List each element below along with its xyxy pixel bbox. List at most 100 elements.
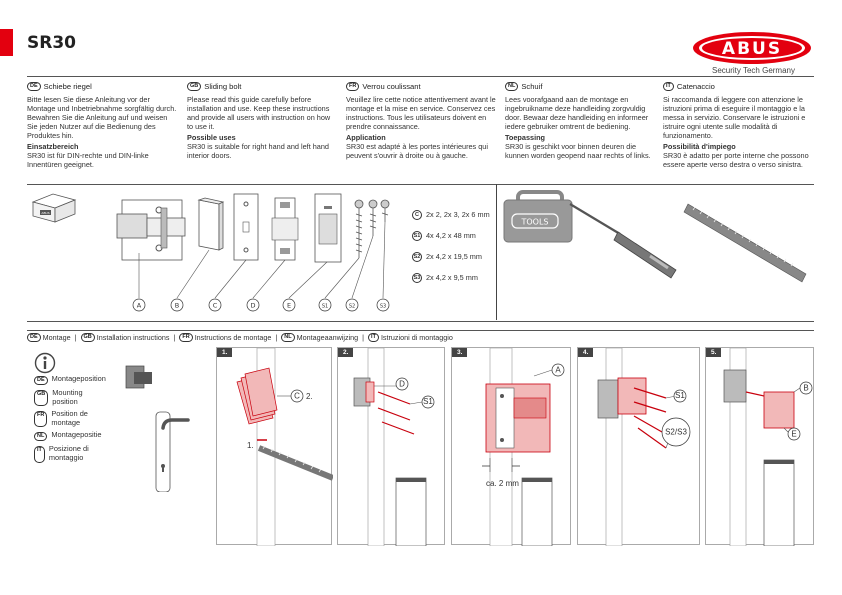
- part-label-c: C: [213, 302, 218, 310]
- step-1-drawing: C 2. 1.: [236, 348, 333, 546]
- lang-badge: IT: [34, 446, 45, 463]
- screw-spec: 2x 4,2 x 19,5 mm: [426, 252, 482, 261]
- step-panel-5: 5. B E: [705, 347, 814, 546]
- lang-badge: IT: [663, 82, 674, 91]
- parts-divider-top: [27, 184, 814, 185]
- lang-badge: NL: [34, 432, 48, 442]
- step-3-label-gap: ca. 2 mm: [486, 479, 519, 488]
- part-b-keeper: [197, 197, 225, 251]
- step-2-drawing: D S1: [353, 348, 435, 546]
- lang-badge: FR: [179, 333, 193, 342]
- step-panel-3: 3. A ca. 2 mm: [451, 347, 571, 546]
- screw-spec-row: S2 2x 4,2 x 19,5 mm: [412, 246, 490, 267]
- step-1-label-c: C: [294, 392, 300, 401]
- part-d-mount: [271, 197, 299, 261]
- lang-badge: DE: [34, 376, 48, 385]
- step-2-label-d: D: [399, 380, 405, 389]
- lang-product-name: Schuif: [521, 82, 543, 91]
- screw-code: S2: [412, 251, 422, 262]
- lang-sub-text: SR30 è adatto per porte interne che poss…: [663, 151, 809, 169]
- lang-badge: IT: [368, 333, 379, 342]
- part-label-s2: S2: [349, 304, 355, 310]
- lang-sub-title: Application: [346, 133, 386, 142]
- header-divider: [27, 76, 814, 77]
- step-panel-2: 2. D S1: [337, 347, 445, 546]
- part-c-spacer: [233, 193, 259, 261]
- legend-text: Posizione di montaggio: [48, 444, 89, 462]
- lang-intro: Veuillez lire cette notice attentivement…: [346, 95, 496, 131]
- part-e-housing: [314, 193, 342, 263]
- housing-highlight: [763, 391, 795, 429]
- step-number: 2.: [338, 348, 354, 357]
- mounting-title: Istruzioni di montaggio: [380, 333, 453, 342]
- parts-drawing: ABUS: [31, 193, 390, 312]
- box-label: ABUS: [41, 211, 49, 215]
- step-1-label-1: 1.: [247, 441, 254, 450]
- lang-sub-text: SR30 is geschikt voor binnen deuren die …: [505, 142, 651, 160]
- mounting-title: Instructions de montage: [194, 333, 272, 342]
- legend-text: Mounting position: [52, 388, 83, 406]
- legend-text: Position de montage: [51, 409, 88, 427]
- lang-badge: DE: [27, 333, 41, 342]
- screw-code: S1: [412, 230, 422, 241]
- info-icon: [34, 352, 56, 374]
- lang-product-name: Sliding bolt: [204, 82, 242, 91]
- lang-intro: Bitte lesen Sie diese Anleitung vor der …: [27, 95, 177, 140]
- svg-text:ABUS: ABUS: [722, 39, 782, 59]
- spacer-plates-icon: [236, 367, 278, 425]
- lang-badge: GB: [34, 390, 49, 407]
- lang-badge: NL: [505, 82, 519, 91]
- screws-icon: [354, 199, 390, 258]
- lang-sub-title: Einsatzbereich: [27, 142, 79, 151]
- lang-badge: FR: [346, 82, 360, 91]
- lang-badge: DE: [27, 82, 41, 91]
- lang-badge: NL: [281, 333, 295, 342]
- part-label-e: E: [287, 302, 291, 310]
- screw-spec: 4x 4,2 x 48 mm: [426, 231, 476, 240]
- legend-text: Montageposition: [51, 374, 106, 383]
- step-panel-4: 4. S1 S2/S3: [577, 347, 700, 546]
- step-number: 4.: [578, 348, 594, 357]
- legend-text: Montagepositie: [51, 430, 102, 440]
- lang-sub-title: Possible uses: [187, 133, 236, 142]
- door-handle-icon: [161, 418, 190, 430]
- screw-spec: 2x 2, 2x 3, 2x 6 mm: [426, 210, 490, 219]
- accent-bar: [0, 29, 13, 56]
- lang-intro: Please read this guide carefully before …: [187, 95, 331, 131]
- door-position-illustration: [125, 365, 190, 492]
- lang-sub-text: SR30 est adapté à les portes intérieures…: [346, 142, 488, 160]
- screwdriver-icon: [569, 203, 677, 279]
- package-box-icon: ABUS: [31, 193, 77, 223]
- step-number: 5.: [706, 348, 722, 357]
- part-a-bolt: [116, 199, 186, 261]
- step-5-drawing: B E: [723, 348, 813, 546]
- step-number: 3.: [452, 348, 468, 357]
- lang-sub-title: Toepassing: [505, 133, 546, 142]
- step-panel-1: 1. C 2. 1.: [216, 347, 333, 546]
- lang-sub-text: SR30 ist für DIN-rechte und DIN-linke In…: [27, 151, 149, 169]
- lang-product-name: Verrou coulissant: [362, 82, 421, 91]
- screw-spec-row: S1 4x 4,2 x 48 mm: [412, 225, 490, 246]
- step-4-label-s2s3: S2/S3: [665, 428, 687, 437]
- mounting-title: Montage: [42, 333, 71, 342]
- toolbox-icon: TOOLS: [503, 190, 573, 243]
- lang-sub-text: SR30 is suitable for right hand and left…: [187, 142, 329, 160]
- step-3-drawing: A ca. 2 mm: [482, 348, 565, 546]
- parts-tools-divider: [496, 184, 497, 320]
- step-4-drawing: S1 S2/S3: [597, 348, 691, 546]
